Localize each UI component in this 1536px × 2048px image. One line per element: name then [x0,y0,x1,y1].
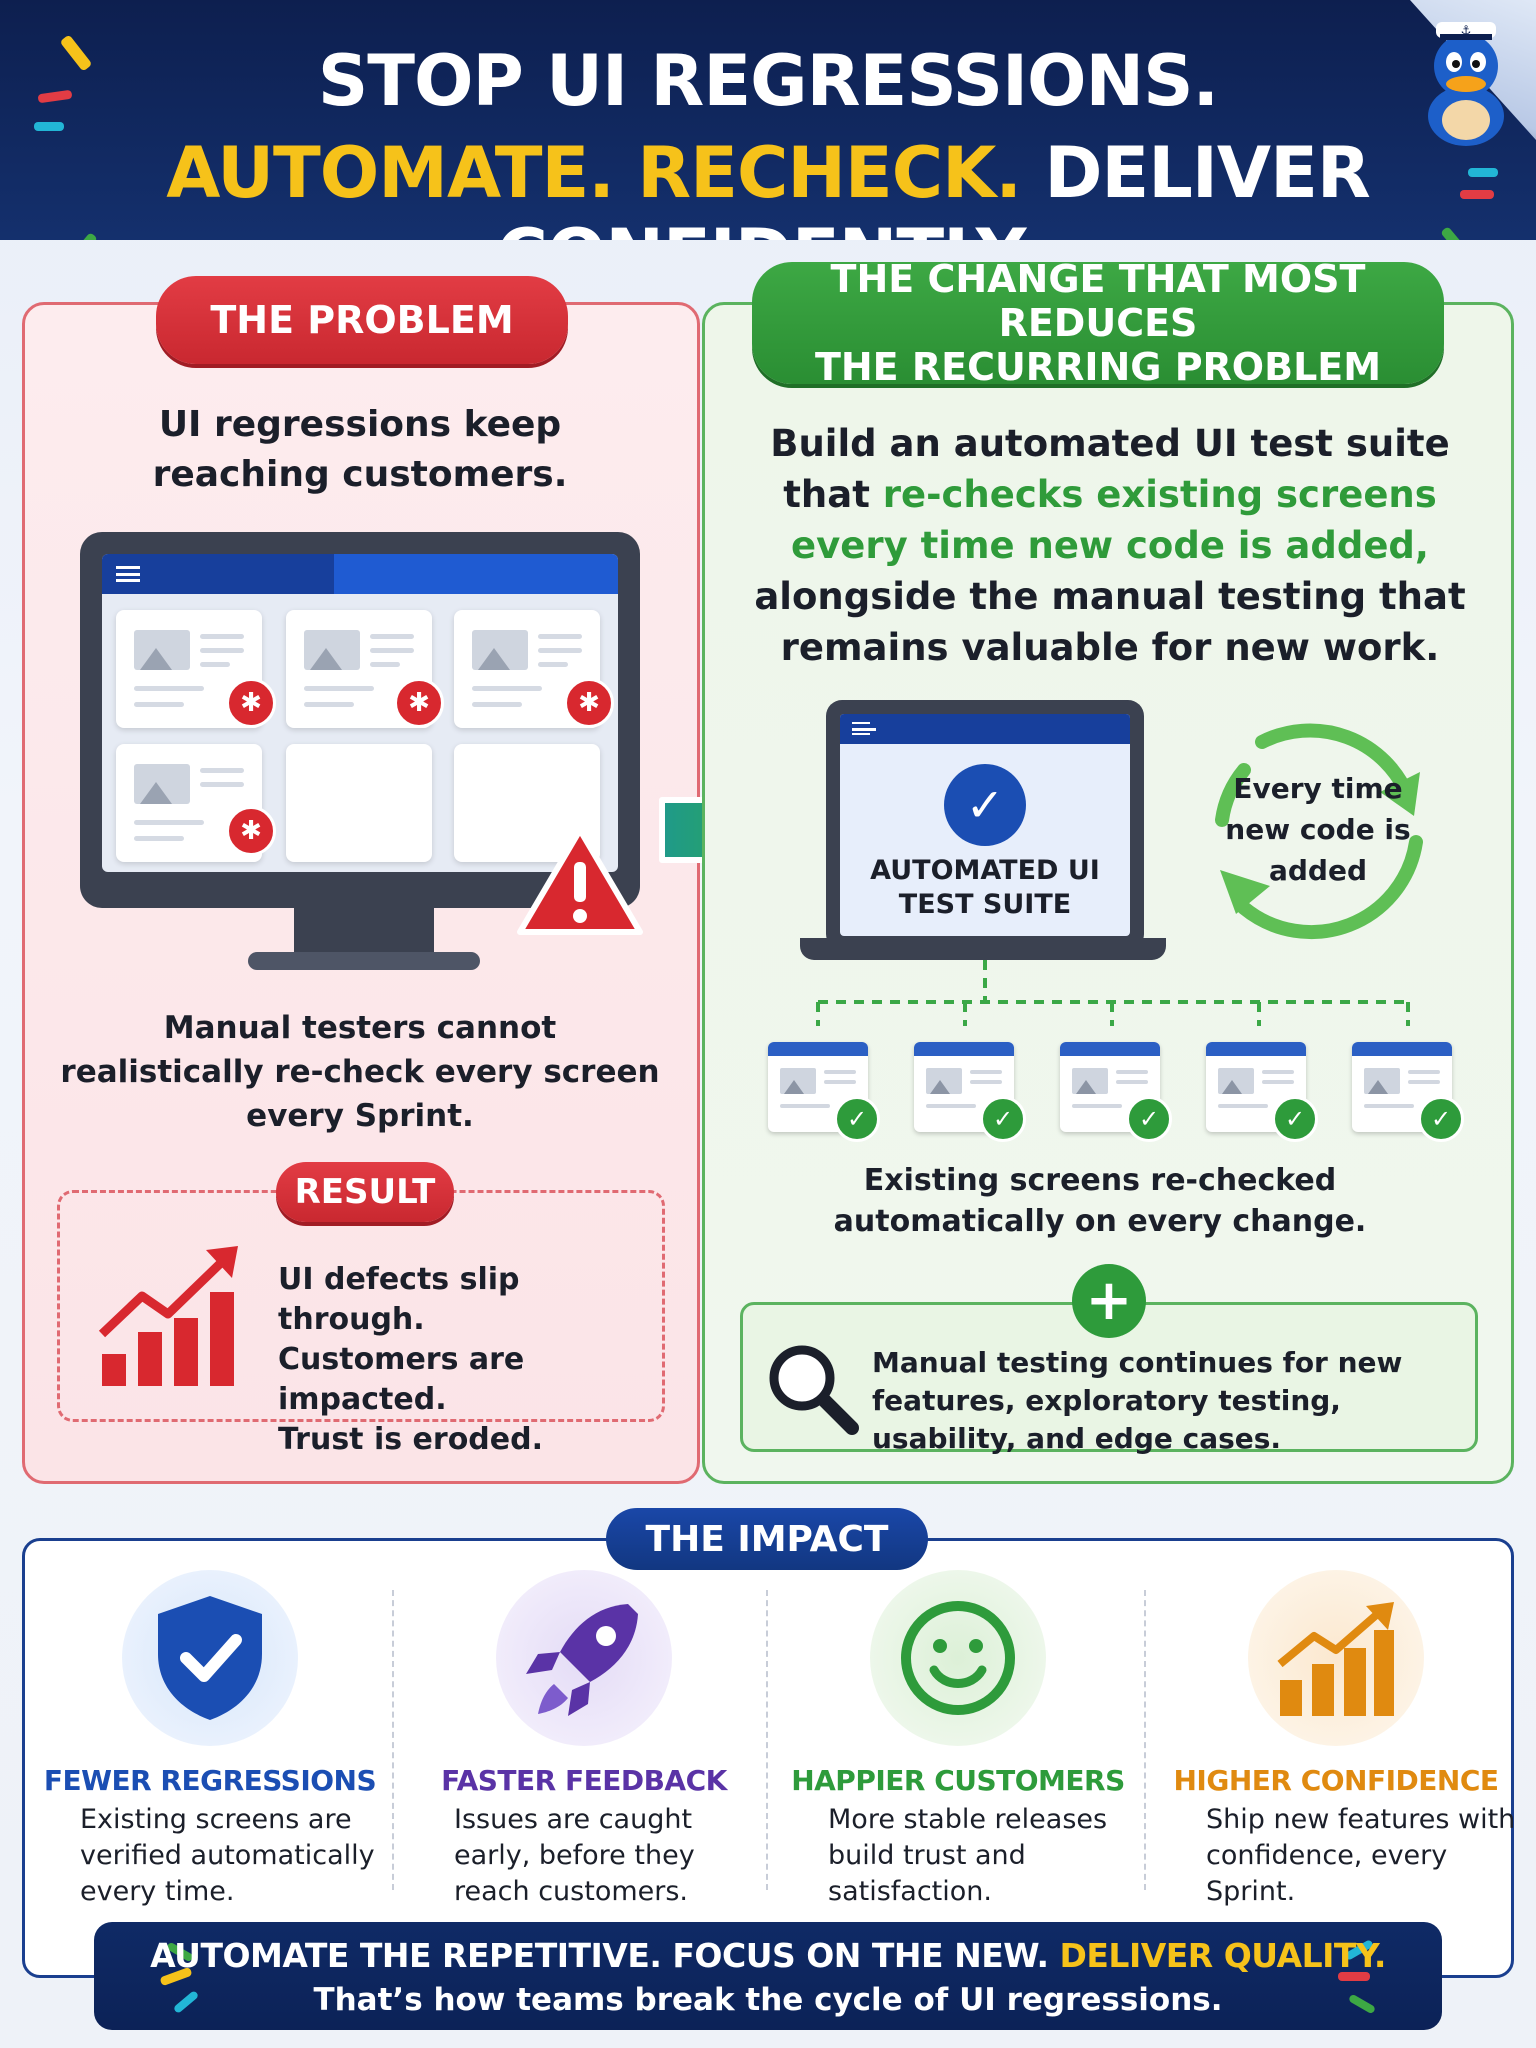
check-icon: ✓ [1126,1096,1172,1142]
divider [1144,1590,1146,1890]
menu-icon [116,566,140,582]
title-line1: STOP UI REGRESSIONS. [317,40,1219,122]
result-line: UI defects slip through. [278,1262,520,1337]
solution-intro-part2: alongside the manual testing that remain… [754,575,1466,669]
footer-line1: AUTOMATE THE REPETITIVE. FOCUS ON THE NE… [94,1936,1442,1975]
monitor-topbar [102,554,618,594]
plus-icon: + [1072,1264,1146,1338]
footer-banner: AUTOMATE THE REPETITIVE. FOCUS ON THE NE… [94,1922,1442,2030]
impact-item-happier-customers: HAPPIER CUSTOMERS More stable releases b… [770,1570,1125,1907]
result-line: Trust is eroded. [278,1422,543,1457]
impact-desc: Existing screens are verified automatica… [80,1804,375,1907]
laptop-screen: ✓ AUTOMATED UI TEST SUITE [840,714,1130,936]
impact-item-fewer-regressions: FEWER REGRESSIONS Existing screens are v… [22,1570,377,1907]
growth-chart-icon [1277,1602,1394,1716]
smiley-icon [901,1601,1015,1715]
impact-desc: More stable releases build trust and sat… [828,1804,1108,1907]
svg-text:⚓: ⚓ [1461,23,1472,37]
bug-icon: ✱ [564,678,614,728]
manual-testing-text: Manual testing continues for new feature… [872,1346,1403,1455]
footer-line1-part1: AUTOMATE THE REPETITIVE. FOCUS ON THE NE… [150,1936,1060,1975]
solution-intro-highlight: re-checks existing screens every time ne… [791,473,1437,567]
header-banner: STOP UI REGRESSIONS. AUTOMATE. RECHECK. … [0,0,1536,240]
image-placeholder-icon [1218,1068,1254,1094]
check-icon: ✓ [1272,1096,1318,1142]
impact-item-higher-confidence: HIGHER CONFIDENCE Ship new features with… [1148,1570,1515,1907]
impact-title: HIGHER CONFIDENCE [1173,1764,1499,1797]
impact-title: HAPPIER CUSTOMERS [791,1764,1125,1797]
shield-check-icon [158,1596,262,1720]
confetti [1468,168,1498,177]
sailor-duck-mascot-icon: ⚓ [1428,22,1504,146]
laptop-base [800,938,1166,960]
solution-heading-line2: THE RECURRING PROBLEM [814,345,1382,389]
screen-thumbnail [1060,1042,1160,1132]
icon-background [870,1570,1046,1746]
impact-heading: THE IMPACT [606,1508,928,1570]
solution-heading: THE CHANGE THAT MOST REDUCES THE RECURRI… [752,257,1444,389]
footer-line1-highlight: DELIVER QUALITY. [1059,1936,1386,1975]
problem-intro: UI regressions keep reaching customers. [152,404,568,495]
rocket-icon [526,1604,638,1716]
impact-title: FEWER REGRESSIONS [43,1764,377,1797]
impact-desc: Issues are caught early, before they rea… [454,1804,695,1907]
screen-thumbnail [1206,1042,1306,1132]
title-deliver: DELIVER CONFIDENTLY. [497,132,1371,240]
check-icon: ✓ [944,764,1026,846]
monitor-stand [294,908,434,956]
image-placeholder-icon [304,630,360,670]
image-placeholder-icon [134,630,190,670]
divider [392,1590,394,1890]
confetti [1338,1972,1370,1981]
confetti [1460,190,1494,199]
impact-item-faster-feedback: FASTER FEEDBACK Issues are caught early,… [396,1570,746,1907]
monitor-screen: ✱ ✱ ✱ ✱ [102,554,618,872]
result-heading: RESULT [276,1162,454,1222]
solution-intro-part1: Build an automated UI test suite that [770,422,1450,516]
ui-card-empty [286,744,432,862]
title-automate: AUTOMATE. [166,132,615,214]
magnifier-icon [769,1345,859,1435]
connector-lines [816,960,1410,1026]
suite-label-line2: TEST SUITE [898,889,1072,920]
suite-label: AUTOMATED UI TEST SUITE [840,854,1130,922]
cycle-arrows-icon [1215,723,1423,940]
solution-heading-line1: THE CHANGE THAT MOST REDUCES [830,257,1366,345]
bug-icon: ✱ [226,806,276,856]
image-placeholder-icon [1364,1068,1400,1094]
rising-chart-icon [98,1246,238,1386]
image-placeholder-icon [472,630,528,670]
title-recheck: RECHECK. [637,132,1022,214]
monitor-illustration: ✱ ✱ ✱ ✱ [80,532,640,908]
check-icon: ✓ [834,1096,880,1142]
solution-intro: Build an automated UI test suite that re… [740,418,1480,673]
impact-title: FASTER FEEDBACK [441,1764,727,1797]
impact-desc: Ship new features with confidence, every… [1206,1804,1516,1907]
suite-label-line1: AUTOMATED UI [870,855,1100,886]
laptop-topbar [840,714,1130,744]
icon-background [1248,1570,1424,1746]
laptop-illustration: ✓ AUTOMATED UI TEST SUITE [826,700,1144,950]
footer-line2: That’s how teams break the cycle of UI r… [313,1982,1223,2018]
cycle-text: Every time new code is added [1225,772,1411,887]
confetti [34,122,64,131]
problem-note: Manual testers cannot realistically re-c… [60,1010,660,1134]
divider [766,1590,768,1890]
check-icon: ✓ [1418,1096,1464,1142]
menu-icon [852,722,876,735]
problem-heading: THE PROBLEM [156,276,568,364]
check-icon: ✓ [980,1096,1026,1142]
screens-note: Existing screens re-checked automaticall… [833,1163,1367,1239]
monitor-base [248,952,480,970]
image-placeholder-icon [926,1068,962,1094]
bug-icon: ✱ [394,678,444,728]
title-line2: AUTOMATE. RECHECK. DELIVER CONFIDENTLY. [0,132,1536,240]
image-placeholder-icon [134,764,190,804]
result-line: Customers are impacted. [278,1342,525,1417]
result-text: UI defects slip through. Customers are i… [278,1260,658,1460]
warning-icon [517,827,643,935]
image-placeholder-icon [780,1068,816,1094]
bug-icon: ✱ [226,678,276,728]
image-placeholder-icon [1072,1068,1108,1094]
